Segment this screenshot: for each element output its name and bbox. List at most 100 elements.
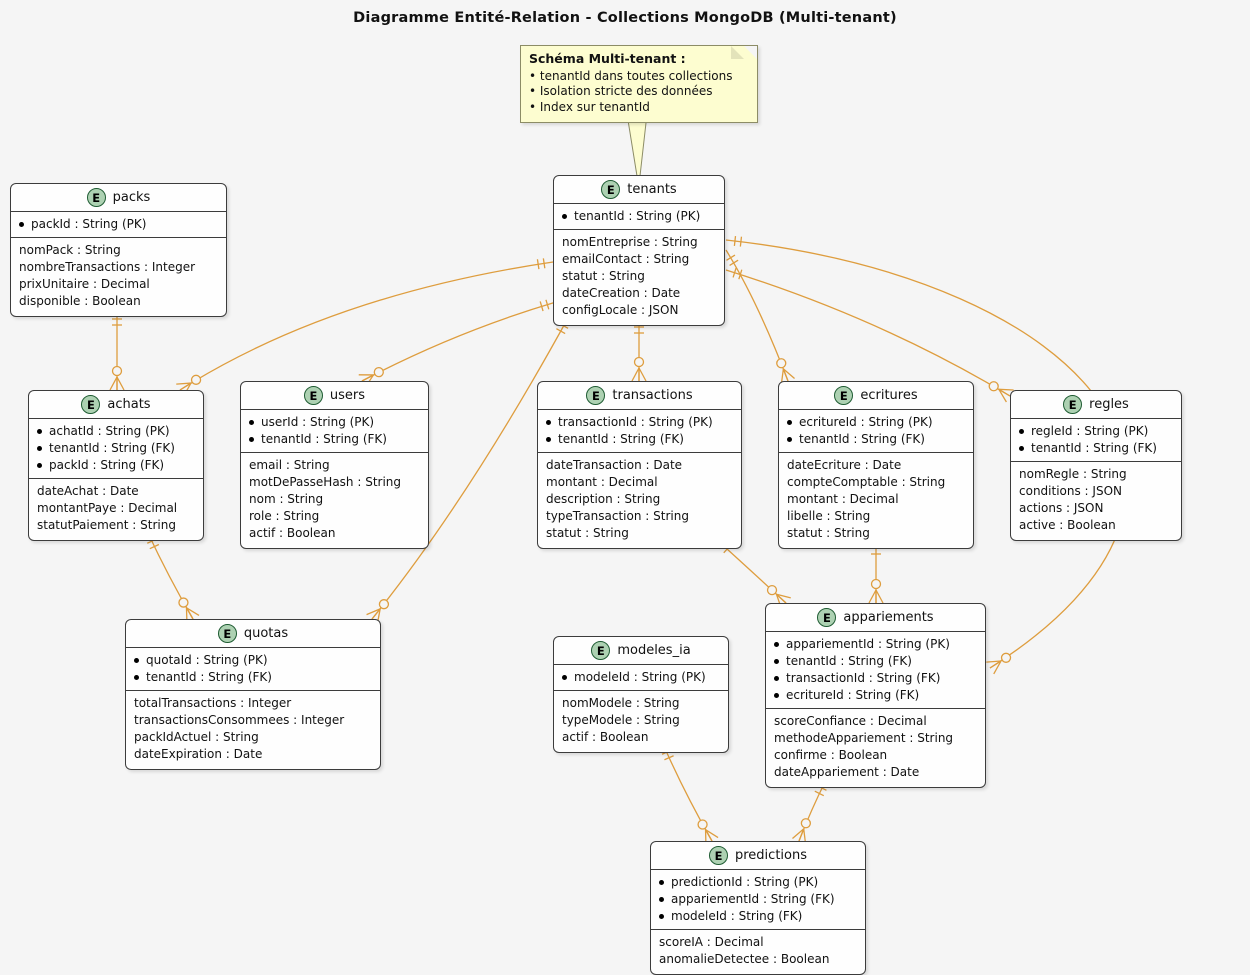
attribute: nombreTransactions : Integer bbox=[19, 260, 196, 274]
attribute: typeModele : String bbox=[562, 713, 680, 727]
attribute: dateTransaction : Date bbox=[546, 458, 683, 472]
attribute: scoreIA : Decimal bbox=[659, 935, 764, 949]
attribute: dateAppariement : Date bbox=[774, 765, 920, 779]
relation-tenants-regles bbox=[725, 267, 1014, 403]
relation-ecritures-appariements bbox=[868, 539, 884, 604]
key-attribute: achatId : String (PK) bbox=[37, 423, 195, 440]
key-attribute: tenantId : String (FK) bbox=[787, 431, 965, 448]
key-bullet-icon bbox=[134, 658, 139, 663]
entity-stereotype-icon: E bbox=[591, 641, 611, 660]
attribute: statutPaiement : String bbox=[37, 518, 176, 532]
attribute: dateCreation : Date bbox=[562, 286, 681, 300]
relation-transactions-appariements bbox=[715, 538, 791, 609]
diagram-title: Diagramme Entité-Relation - Collections … bbox=[353, 10, 897, 26]
entity-name: modeles_ia bbox=[617, 643, 691, 658]
entity-stereotype-icon: E bbox=[86, 188, 106, 207]
key-attribute: modeleId : String (PK) bbox=[562, 669, 720, 686]
attribute: nomPack : String bbox=[19, 243, 121, 257]
entity-key-section: ecritureId : String (PK)tenantId : Strin… bbox=[779, 410, 973, 453]
attribute: totalTransactions : Integer bbox=[134, 696, 292, 710]
key-attribute: tenantId : String (FK) bbox=[546, 431, 733, 448]
attribute: disponible : Boolean bbox=[19, 294, 141, 308]
key-bullet-icon bbox=[1019, 429, 1024, 434]
relation-tenants-quotas bbox=[366, 317, 569, 624]
entity-field-section: nomPack : String nombreTransactions : Int… bbox=[11, 238, 226, 316]
entity-field-section: totalTransactions : Integer transactionsC… bbox=[126, 691, 380, 769]
entity-stereotype-icon: E bbox=[1063, 395, 1083, 414]
key-bullet-icon bbox=[249, 420, 254, 425]
note-title: Schéma Multi-tenant : bbox=[529, 51, 686, 66]
key-attribute: quotaId : String (PK) bbox=[134, 652, 372, 669]
key-attribute: tenantId : String (FK) bbox=[774, 653, 977, 670]
key-bullet-icon bbox=[659, 897, 664, 902]
key-bullet-icon bbox=[249, 437, 254, 442]
key-bullet-icon bbox=[659, 880, 664, 885]
entity-name: regles bbox=[1089, 397, 1129, 412]
key-attribute: predictionId : String (PK) bbox=[659, 874, 857, 891]
key-attribute: modeleId : String (FK) bbox=[659, 908, 857, 925]
attribute: statut : String bbox=[546, 526, 629, 540]
entity-key-section: appariementId : String (PK)tenantId : St… bbox=[766, 632, 985, 709]
attribute: nomModele : String bbox=[562, 696, 680, 710]
key-attribute: packId : String (PK) bbox=[19, 216, 218, 233]
key-bullet-icon bbox=[774, 676, 779, 681]
attribute: dateEcriture : Date bbox=[787, 458, 902, 472]
relation-tenants-ecritures bbox=[725, 249, 795, 384]
key-attribute: tenantId : String (FK) bbox=[1019, 440, 1173, 457]
entity-key-section: quotaId : String (PK)tenantId : String (… bbox=[126, 648, 380, 691]
entity-stereotype-icon: E bbox=[81, 395, 101, 414]
key-bullet-icon bbox=[37, 429, 42, 434]
entity-stereotype-icon: E bbox=[601, 180, 621, 199]
attribute: transactionsConsommees : Integer bbox=[134, 713, 345, 727]
entity-stereotype-icon: E bbox=[834, 386, 854, 405]
attribute: nomEntreprise : String bbox=[562, 235, 698, 249]
entity-key-section: tenantId : String (PK) bbox=[554, 204, 724, 230]
key-attribute: userId : String (PK) bbox=[249, 414, 420, 431]
key-bullet-icon bbox=[37, 446, 42, 451]
entity-name: quotas bbox=[243, 626, 289, 641]
attribute: anomalieDetectee : Boolean bbox=[659, 952, 830, 966]
key-attribute: ecritureId : String (PK) bbox=[787, 414, 965, 431]
key-attribute: tenantId : String (FK) bbox=[249, 431, 420, 448]
attribute: montantPaye : Decimal bbox=[37, 501, 178, 515]
relation-modeles_ia-predictions bbox=[661, 743, 719, 845]
key-bullet-icon bbox=[19, 222, 24, 227]
entity-key-section: modeleId : String (PK) bbox=[554, 665, 728, 691]
entity-stereotype-icon: E bbox=[303, 386, 323, 405]
note: Schéma Multi-tenant : • tenantId dans to… bbox=[520, 45, 758, 123]
key-attribute: transactionId : String (FK) bbox=[774, 670, 977, 687]
key-bullet-icon bbox=[774, 642, 779, 647]
entity-stereotype-icon: E bbox=[709, 846, 728, 865]
attribute: statut : String bbox=[787, 526, 870, 540]
attribute: montant : Decimal bbox=[546, 475, 658, 489]
key-bullet-icon bbox=[787, 420, 792, 425]
attribute: packIdActuel : String bbox=[134, 730, 259, 744]
relation-tenants-users bbox=[358, 299, 557, 388]
entity-key-section: userId : String (PK)tenantId : String (F… bbox=[241, 410, 428, 453]
note-connector bbox=[626, 113, 648, 177]
entity-key-section: achatId : String (PK)tenantId : String (… bbox=[29, 419, 203, 479]
